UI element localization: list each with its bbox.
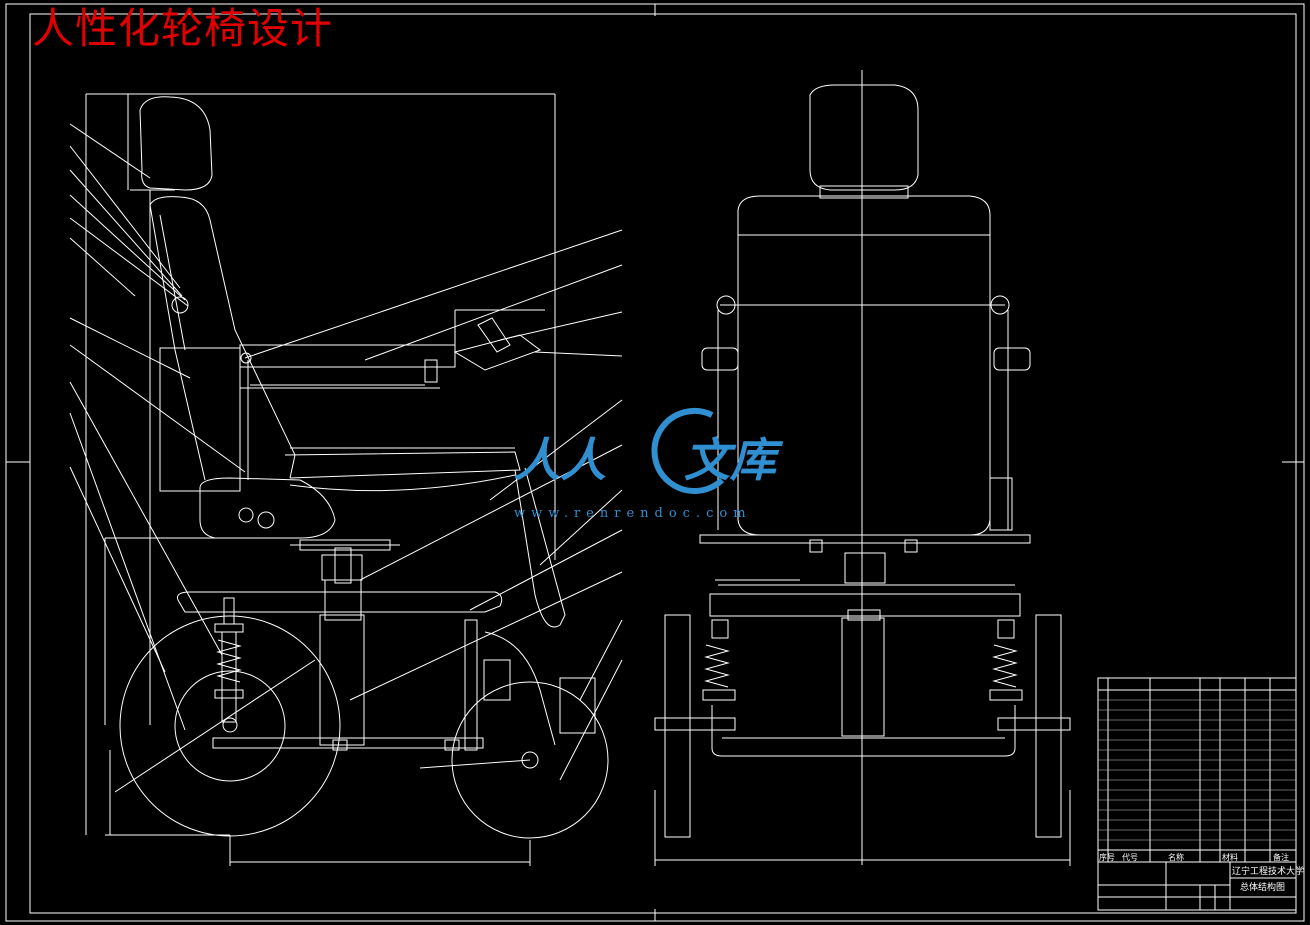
watermark-url: www.renrendoc.com — [514, 506, 752, 521]
parts-list-rows — [1098, 699, 1296, 841]
left-wheel — [664, 614, 691, 838]
front-view — [654, 70, 1071, 866]
title-block-col-code: 代号 — [1122, 853, 1138, 862]
watermark-logo-icon — [651, 408, 725, 494]
title-block-school: 辽宁工程技术大学 — [1232, 867, 1305, 877]
drawing-title: 人性化轮椅设计 — [32, 4, 334, 53]
title-block-col-material: 材料 — [1222, 853, 1238, 862]
title-block-col-note: 备注 — [1273, 853, 1289, 862]
inner-border — [29, 13, 1297, 914]
side-view — [69, 93, 623, 866]
rear-wheel — [451, 681, 609, 839]
watermark-text-a: 人人 — [514, 433, 606, 487]
title-block-col-seq: 序号 — [1099, 853, 1115, 862]
title-block-col-name: 名称 — [1168, 853, 1184, 862]
watermark-text: 人人 文库 — [514, 424, 776, 490]
title-block-drawing-name: 总体结构图 — [1240, 883, 1286, 893]
watermark-text-b: 文库 — [684, 433, 776, 487]
right-wheel — [1035, 614, 1062, 838]
